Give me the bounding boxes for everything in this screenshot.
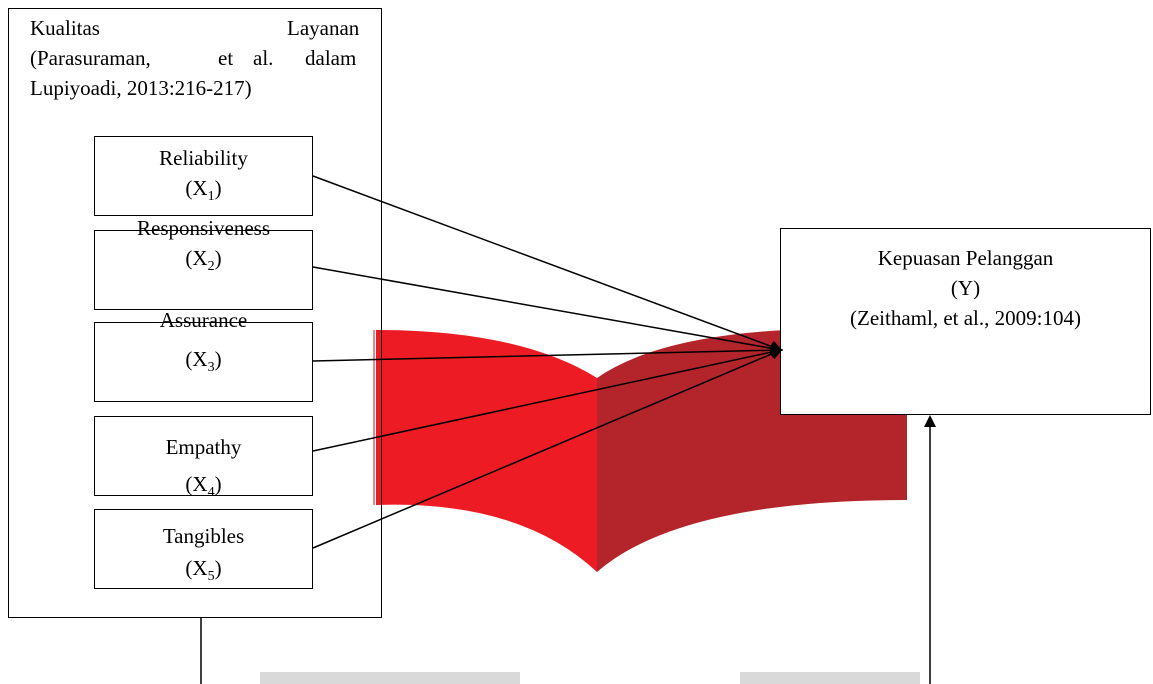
arrow-reliability-to-satisfaction <box>312 175 783 353</box>
reliability-subscript: 1 <box>207 189 215 205</box>
arrow-assurance-to-satisfaction <box>312 344 783 362</box>
watermark-bottom-shape-right <box>740 672 920 684</box>
customer-satisfaction-title: Kepuasan Pelanggan <box>877 246 1054 270</box>
tangibles-label: Tangibles <box>162 524 245 548</box>
assurance-subscript: 3 <box>207 360 215 376</box>
service-quality-title-line2-part-4: dalam <box>305 46 357 70</box>
tangibles-symbol: (X5) <box>185 556 222 585</box>
responsiveness-subscript: 2 <box>207 259 215 275</box>
reliability-box <box>94 136 313 216</box>
reliability-label: Reliability <box>159 146 248 170</box>
assurance-symbol: (X3) <box>185 347 222 376</box>
empathy-subscript: 4 <box>207 485 215 501</box>
service-quality-title-line2-part-1: (Parasuraman, <box>30 46 151 70</box>
assurance-box <box>94 322 313 402</box>
responsiveness-symbol-letter: X <box>192 246 208 270</box>
responsiveness-box <box>94 230 313 310</box>
customer-satisfaction-box <box>780 228 1151 415</box>
tangibles-symbol-letter: X <box>192 556 208 580</box>
reliability-symbol-letter: X <box>192 176 208 200</box>
reliability-symbol: (X1) <box>185 176 222 205</box>
service-quality-box <box>8 8 382 618</box>
service-quality-title-line2-part-2: et <box>218 46 234 70</box>
empathy-symbol-letter: X <box>192 472 208 496</box>
assurance-symbol-letter: X <box>192 347 208 371</box>
watermark-left-panel <box>376 330 597 572</box>
arrow-empathy-to-satisfaction <box>312 346 783 452</box>
responsiveness-label: Responsiveness <box>137 216 270 240</box>
tangibles-box <box>94 509 313 589</box>
empathy-label: Empathy <box>165 435 242 459</box>
service-quality-title-line3: Lupiyoadi, 2013:216-217) <box>30 76 252 100</box>
customer-satisfaction-citation: (Zeithaml, et al., 2009:104) <box>850 306 1081 330</box>
tangibles-subscript: 5 <box>207 569 215 585</box>
customer-satisfaction-symbol: (Y) <box>950 276 981 300</box>
assurance-label: Assurance <box>159 308 248 332</box>
arrow-tangibles-to-satisfaction <box>312 348 783 549</box>
responsiveness-symbol: (X2) <box>185 246 222 275</box>
service-quality-title-line1-left: Kualitas <box>30 16 100 40</box>
empathy-box <box>94 416 313 496</box>
service-quality-title-line1-right: Layanan <box>287 16 360 40</box>
arrow-responsiveness-to-satisfaction <box>312 266 783 355</box>
empathy-symbol: (X4) <box>185 472 222 501</box>
watermark-bottom-shape-left <box>260 672 520 684</box>
service-quality-title-line2-part-3: al. <box>253 46 274 70</box>
